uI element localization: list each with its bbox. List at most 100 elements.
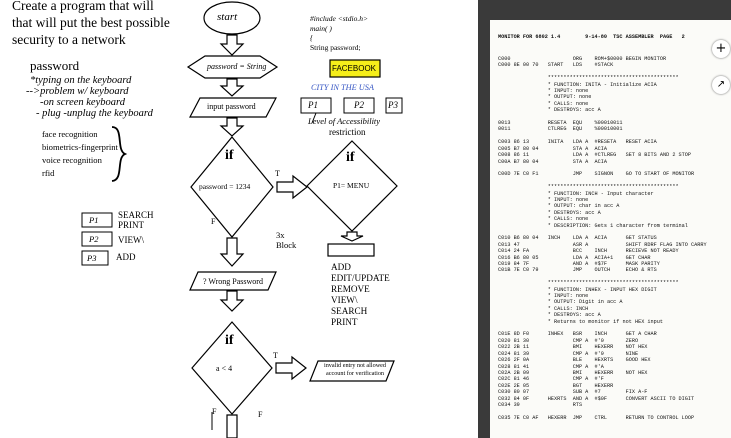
decision-1-condition: password = 1234 <box>199 182 251 191</box>
alternative-item: voice recognition <box>42 155 102 165</box>
listing-line: * OUTPUT: Digit in acc A <box>498 299 623 306</box>
listing-line: C003 86 13 INITA LDA A #RESETA RESET ACI… <box>498 139 657 146</box>
decision-2 <box>191 321 273 415</box>
decision-2-label: if <box>225 333 234 348</box>
flowchart-diagram <box>81 1 403 438</box>
level-box-p3 <box>385 97 403 114</box>
listing-line: C02E 2E 05 BGT HEXERR <box>498 382 614 389</box>
listing-line: C028 81 41 CMP A #'A <box>498 363 604 370</box>
listing-line: C030 80 07 SUB A #7 FIX A-F <box>498 389 648 396</box>
false-label-2: F <box>212 407 217 416</box>
facebook-label: FACEBOOK <box>332 64 377 73</box>
wrong-password-step <box>189 271 277 291</box>
menu-box <box>327 243 375 257</box>
listing-line: C019 84 7F AND A #$7F MASK PARITY <box>498 261 660 267</box>
assign-label: password = String <box>207 62 267 71</box>
listing-line: * CALLS: INCH <box>498 305 589 312</box>
password-note-4: - plug -unplug the keyboard <box>36 108 153 119</box>
code-line: #include <stdio.h> <box>310 14 369 23</box>
password-note-3: -on screen keyboard <box>40 97 125 108</box>
code-line: String password; <box>310 43 368 53</box>
share-icon: ↗ <box>716 79 726 90</box>
invalid-entry-step <box>309 360 395 382</box>
alternatives-list: face recognition biometrics-fingerprint … <box>42 128 118 180</box>
listing-line: C01E 8D F0 INHEX BSR INCH GET A CHAR <box>498 331 657 338</box>
problem-line-1: Create a program that will <box>12 0 154 13</box>
legend-label-print: PRINT <box>118 220 145 230</box>
listing-line: C02C 81 46 CMP A #'F <box>498 376 604 383</box>
level-p3-label: P3 <box>388 100 398 110</box>
listing-line: C00D 7E C0 F1 JMP SIGNON GO TO START OF … <box>498 171 695 178</box>
legend-label-add: ADD <box>116 252 136 262</box>
listing-line: ****************************************… <box>498 184 679 191</box>
menu-option: PRINT <box>331 317 358 327</box>
input-step <box>189 97 277 118</box>
problem-statement: Create a program that will that will put… <box>12 0 170 48</box>
listing-line: C005 B7 80 04 STA A ACIA <box>498 145 607 152</box>
true-label-1: T <box>275 169 280 178</box>
true-label-2: T <box>273 351 278 360</box>
code-line-text: String password; <box>310 42 361 52</box>
listing-line: * DESCRIPTION: Gets 1 character from ter… <box>498 222 688 229</box>
assembler-listing-page: MONITOR FOR 6802 1.4 9-14-80 TSC ASSEMBL… <box>490 20 731 438</box>
menu-option: VIEW\ <box>331 295 358 305</box>
listing-line: C013 47 ASR A SHIFT RDRF FLAG INTO CARRY <box>498 241 707 248</box>
listing-line: C01B 7E C0 79 JMP OUTCH ECHO & RTS <box>498 267 657 274</box>
code-snippet: #include <stdio.h> main( ) { String pass… <box>310 14 368 52</box>
level-caption: Level of Accessibility <box>308 116 381 126</box>
pointer-line <box>311 112 317 124</box>
listing-line: C010 B6 80 04 INCH LDA A ACIA GET STATUS <box>498 235 657 242</box>
legend-label-view: VIEW\ <box>118 235 144 245</box>
password-note-1: *typing on the keyboard <box>30 75 132 86</box>
share-button[interactable]: ↗ <box>712 76 730 94</box>
flow-arrow <box>219 237 245 267</box>
alternative-item: biometrics-fingerprint <box>42 142 118 152</box>
listing-line: * CALLS: none <box>498 100 589 107</box>
start-terminal <box>203 1 261 35</box>
false-label-1: F <box>211 217 216 226</box>
level-caption-2: restriction <box>329 127 366 137</box>
listing-line: * CALLS: none <box>498 216 589 223</box>
city-label: CITY IN THE USA <box>311 83 374 92</box>
listing-line: 0011 CTLREG EQU %00010001 <box>498 126 623 133</box>
listing-line: C02A 2B 09 BMI HEXERR NOT HEX <box>498 369 648 376</box>
listing-line: C026 2F 0A BLE HEXRTS GOOD HEX <box>498 357 651 364</box>
alternative-item: rfid <box>42 168 55 178</box>
zoom-in-button[interactable]: + <box>712 40 730 58</box>
decision-1 <box>190 136 274 238</box>
listing-line: * Returns to monitor if not HEX input <box>498 318 663 325</box>
listing-line: C022 2B 11 BMI HEXERR NOT HEX <box>498 344 648 351</box>
whiteboard-area: Create a program that will that will put… <box>12 0 403 438</box>
flow-arrow <box>226 414 238 438</box>
menu-decision-label: if <box>346 150 355 165</box>
listing-header: MONITOR FOR 6802 1.4 9-14-80 TSC ASSEMBL… <box>498 34 685 40</box>
flow-arrow <box>219 78 245 97</box>
listing-line: * DESTROYS: acc A <box>498 209 601 216</box>
listing-line: C00A B7 80 04 STA A ACIA <box>498 158 607 165</box>
listing-line: * FUNCTION: INITA - Initialize ACIA <box>498 81 657 88</box>
problem-line-3: security to a network <box>12 32 126 47</box>
zoom-in-icon: + <box>715 41 727 56</box>
level-p2-label: P2 <box>354 100 364 110</box>
listing-line: C020 81 30 CMP A #'0 ZERO <box>498 337 639 344</box>
menu-option: EDIT/UPDATE <box>331 273 390 283</box>
listing-line: C035 7E C0 AF HEXERR JMP CTRL RETURN TO … <box>498 414 695 421</box>
flow-arrow <box>219 34 245 56</box>
problem-line-2: that will put the best possible <box>12 15 170 30</box>
input-label: input password <box>207 102 256 111</box>
start-label: start <box>217 11 238 23</box>
listing-line: * INPUT: none <box>498 88 589 95</box>
listing-line: * FUNCTION: INHEX - INPUT HEX DIGIT <box>498 286 657 293</box>
listing-line: C014 24 FA BCC INCH RECIEVE NOT READY <box>498 248 679 255</box>
listing-line: * DESTROYS: acc A <box>498 107 601 114</box>
decision-1-label: if <box>225 148 234 163</box>
code-line: main( ) <box>310 23 332 33</box>
menu-condition: P1= MENU <box>333 181 370 190</box>
listing-line: 0013 RESETA EQU %00010011 <box>498 120 623 127</box>
listing-line: C032 84 0F HEXRTS AND A #$0F CONVERT ASC… <box>498 395 695 402</box>
block-label-2: Block <box>276 240 297 250</box>
menu-options: ADD EDIT/UPDATE REMOVE VIEW\ SEARCH PRIN… <box>331 262 390 328</box>
legend-box-p1 <box>81 212 113 228</box>
listing-line: C000 ORG ROM+$0000 BEGIN MONITOR <box>498 56 667 62</box>
